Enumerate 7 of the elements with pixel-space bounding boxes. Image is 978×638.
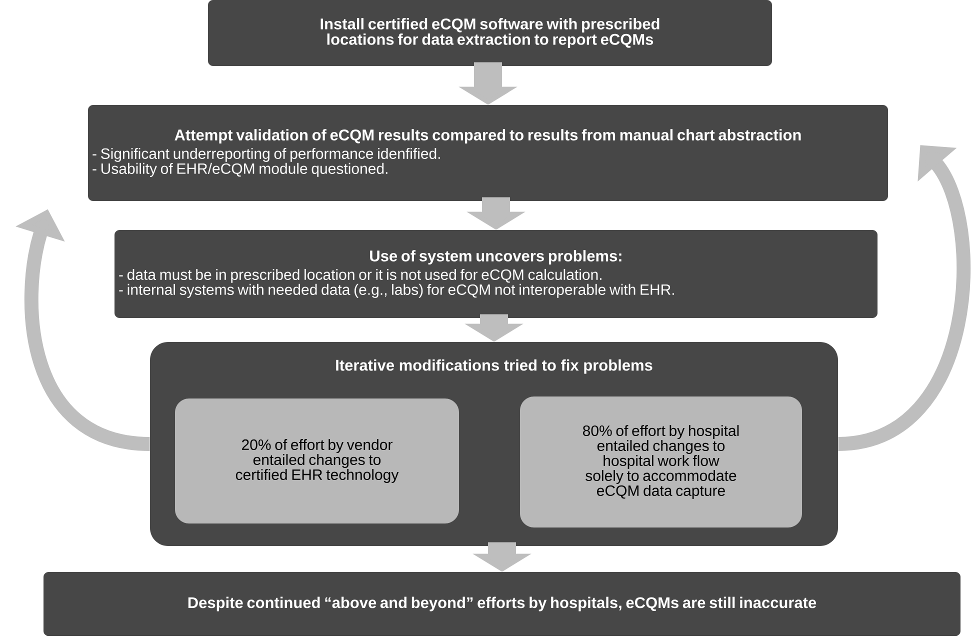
process-box: 80% of effort by hospital entailed changes to hospital work flow solely to accommodate eCQM data capture xyxy=(520,396,802,528)
process-box: Despite continued “above and beyond” efforts by hospitals, eCQMs are still inaccurate xyxy=(44,572,960,636)
process-box: Attempt validation of eCQM results compared to results from manual chart abstraction - Significant underreporting of performance idenfified. - Usability of EHR/eCQM module questioned. xyxy=(88,105,888,201)
loop-arrow xyxy=(837,145,971,451)
process-box: 20% of effort by vendor entailed changes to certified EHR technology xyxy=(175,398,459,524)
process-box: Use of system uncovers problems: - data must be in prescribed location or it is not used for eCQM calculation. - internal systems with needed data (e.g., labs) for eCQM not interoperable with EHR. xyxy=(114,230,878,318)
process-box: Install certified eCQM software with prescribed locations for data extraction to report eCQMs xyxy=(208,0,772,66)
